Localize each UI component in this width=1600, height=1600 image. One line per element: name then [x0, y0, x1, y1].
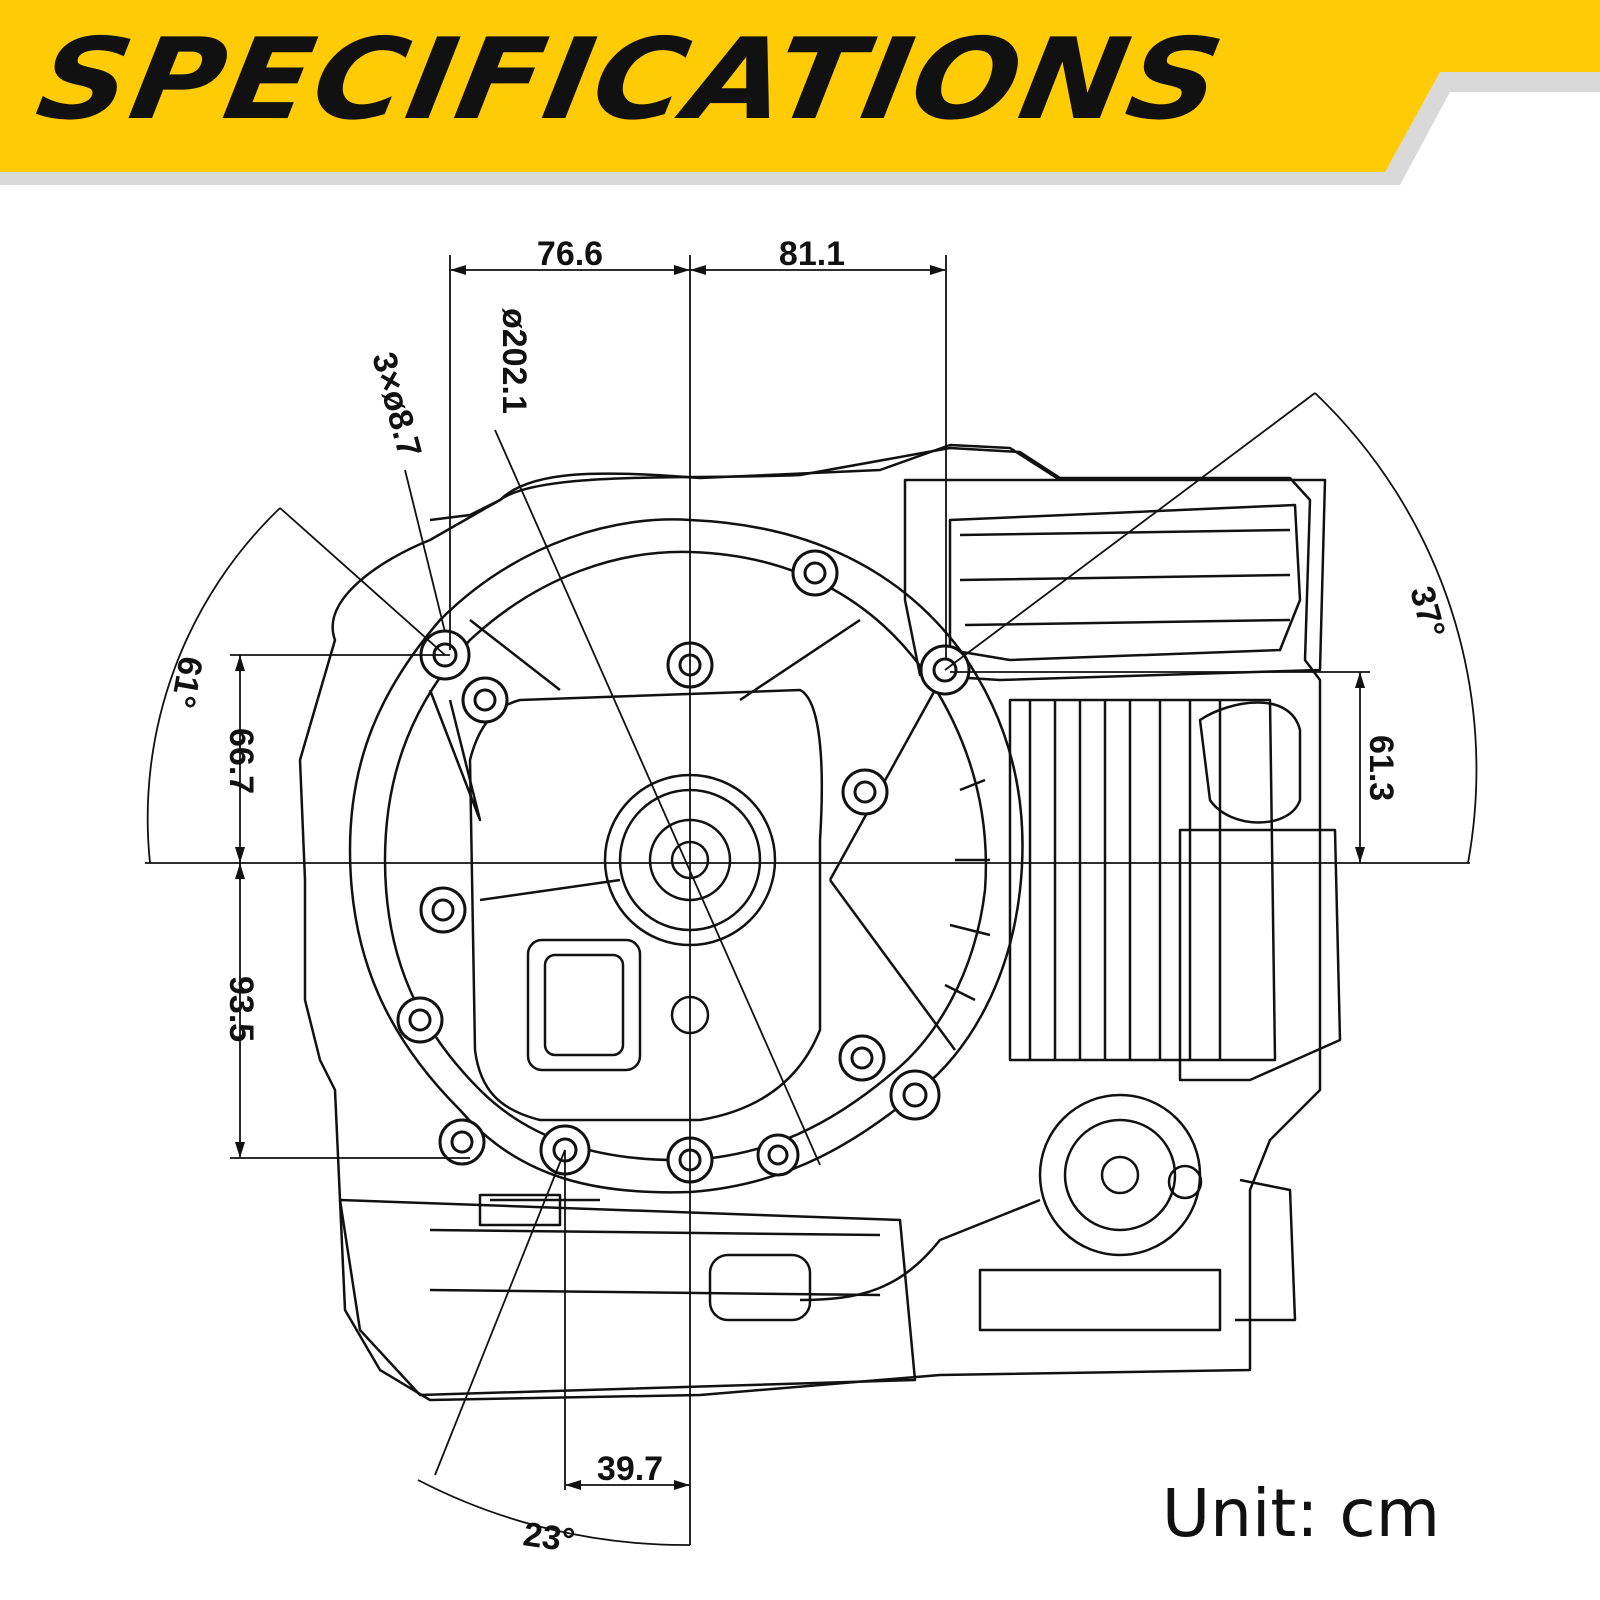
- leader-angle-right: [944, 392, 1316, 671]
- bracket: [978, 1268, 1222, 1332]
- muffler-box: [1178, 828, 1342, 1082]
- bolt-hole: [791, 549, 839, 597]
- bolt-hole: [396, 996, 444, 1044]
- bolt-hole: [756, 1133, 800, 1177]
- arc-angle-left: [146, 507, 281, 864]
- arc-angle-bottom: [417, 1479, 691, 1546]
- center-cover: [468, 688, 824, 1122]
- dim-angle-bottom: 23°: [521, 1515, 577, 1560]
- leader-bolt-holes: [404, 469, 446, 633]
- air-filter-housing: [903, 478, 1327, 682]
- fuel-tank: [338, 1198, 917, 1397]
- dim-height-upper: 66.7: [222, 728, 260, 794]
- air-filter-detail: [959, 528, 1291, 627]
- cooling-shroud-top: [429, 443, 1061, 522]
- header-banner: [0, 0, 1600, 185]
- leader-angle-bottom: [434, 1149, 566, 1476]
- dim-angle-left: 61°: [163, 654, 209, 711]
- exhaust-pipe: [1198, 701, 1302, 824]
- bolt-hole: [419, 886, 467, 934]
- air-filter-inner: [948, 503, 1302, 662]
- bolt-hole: [438, 1118, 486, 1166]
- dim-offset-bottom: 39.7: [597, 1450, 663, 1488]
- flywheel-inner-ring: [383, 550, 988, 1162]
- unit-label: Unit: cm: [1161, 1475, 1440, 1552]
- dim-width-right: 81.1: [779, 235, 845, 273]
- bolt-hole: [838, 1034, 886, 1082]
- leader-diameter: [494, 429, 821, 1166]
- fuel-cap: [708, 1253, 812, 1322]
- dim-height-lower: 93.5: [222, 976, 260, 1042]
- bolt-hole: [841, 768, 889, 816]
- access-port: [526, 938, 642, 1072]
- dim-height-right: 61.3: [1362, 735, 1400, 801]
- dim-width-left: 76.6: [537, 235, 603, 273]
- fuel-line: [799, 1198, 1041, 1302]
- arc-angle-right: [1314, 392, 1478, 864]
- bolt-hole: [461, 676, 509, 724]
- leader-angle-left: [279, 507, 446, 656]
- vent-slots: [944, 778, 991, 1002]
- cylinder-fins: [1008, 698, 1277, 1062]
- bolt-hole: [889, 1069, 941, 1121]
- dim-diameter: ø202.1: [495, 308, 533, 414]
- dim-bolt-holes: 3×ø8.7: [364, 348, 428, 461]
